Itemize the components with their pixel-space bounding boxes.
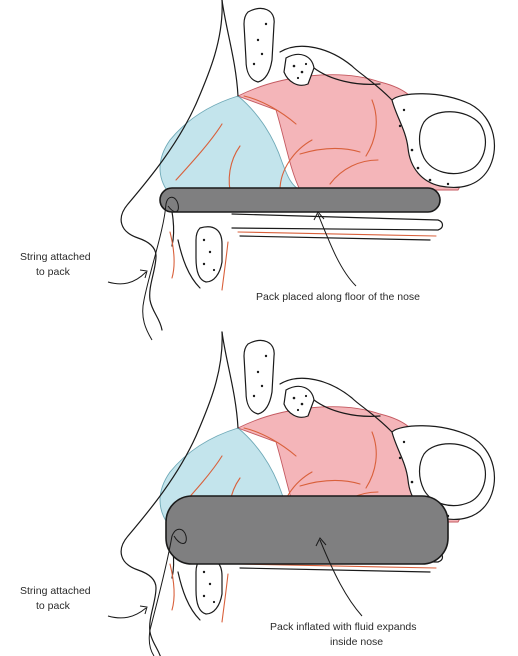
nasal-pack-inflated — [166, 496, 448, 564]
pack-label-line-2: inside nose — [330, 636, 383, 648]
pack-label-line-1: Pack inflated with fluid expands — [270, 621, 417, 633]
string-label-line-2: to pack — [36, 266, 71, 278]
string-leader-arrow — [108, 608, 146, 618]
string-label-line-1: String attached — [20, 251, 91, 263]
pack-leader-arrow — [318, 214, 356, 286]
string-leader-arrow — [108, 272, 146, 284]
nasal-pack-deflated — [160, 188, 440, 212]
string-label-line-2: to pack — [36, 600, 71, 612]
panel-bottom: String attached to pack Pack inflated wi… — [20, 332, 494, 656]
panel-top: String attached to pack Pack placed alon… — [20, 0, 494, 340]
pack-label-line-1: Pack placed along floor of the nose — [256, 291, 420, 303]
string-label-line-1: String attached — [20, 585, 91, 597]
